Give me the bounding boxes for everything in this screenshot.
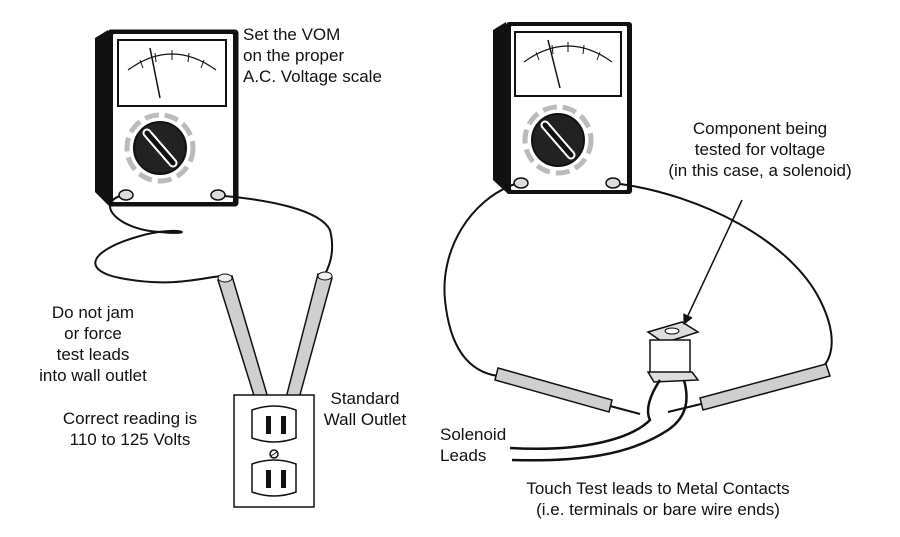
left-meter-dial-face <box>117 39 227 107</box>
touch-instruction-caption: Touch Test leads to Metal Contacts (i.e.… <box>488 478 828 520</box>
right-test-lead-wires <box>443 183 833 377</box>
caption-line: on the proper <box>243 46 345 65</box>
meter-setting-caption: Set the VOM on the proper A.C. Voltage s… <box>243 24 382 87</box>
right-selector-knob <box>522 104 594 176</box>
left-vom-meter <box>95 29 239 207</box>
wall-outlet-caption: Standard Wall Outlet <box>315 388 415 430</box>
left-test-lead-wires <box>94 195 334 284</box>
right-meter-jacks <box>513 177 621 189</box>
caption-line: Wall Outlet <box>323 410 407 429</box>
caption-line: A.C. Voltage scale <box>243 67 382 86</box>
caption-line: (in this case, a solenoid) <box>668 161 852 180</box>
left-meter-jacks <box>118 189 226 201</box>
solenoid-lead-wires <box>509 379 688 462</box>
right-probe-2 <box>667 363 831 413</box>
component-pointer-arrow <box>683 199 743 325</box>
correct-reading-caption: Correct reading is 110 to 125 Volts <box>40 408 220 450</box>
caption-line: or force <box>64 324 122 343</box>
caption-line: Do not jam <box>51 303 135 322</box>
caution-caption: Do not jam or force test leads into wall… <box>18 302 168 386</box>
caption-line: Correct reading is <box>62 409 198 428</box>
caption-line: Standard <box>330 389 400 408</box>
right-vom-meter <box>493 22 632 194</box>
caption-line: test leads <box>56 345 130 364</box>
solenoid-component <box>646 321 700 383</box>
right-meter-dial-face <box>514 31 622 97</box>
component-caption: Component being tested for voltage (in t… <box>640 118 880 181</box>
caption-line: Solenoid <box>440 425 507 444</box>
caption-line: Component being <box>692 119 828 138</box>
left-meter-needle <box>149 47 161 99</box>
caption-line: (i.e. terminals or bare wire ends) <box>536 500 780 519</box>
caption-line: Touch Test leads to Metal Contacts <box>526 479 790 498</box>
right-probe-1 <box>494 367 641 415</box>
left-selector-knob <box>124 112 196 184</box>
caption-line: Set the VOM <box>243 25 341 44</box>
caption-line: Leads <box>440 446 487 465</box>
caption-line: tested for voltage <box>694 140 826 159</box>
wall-outlet <box>233 394 315 508</box>
right-meter-needle <box>547 39 561 89</box>
caption-line: into wall outlet <box>39 366 147 385</box>
solenoid-leads-caption: Solenoid Leads <box>440 424 506 466</box>
caption-line: 110 to 125 Volts <box>69 430 191 449</box>
